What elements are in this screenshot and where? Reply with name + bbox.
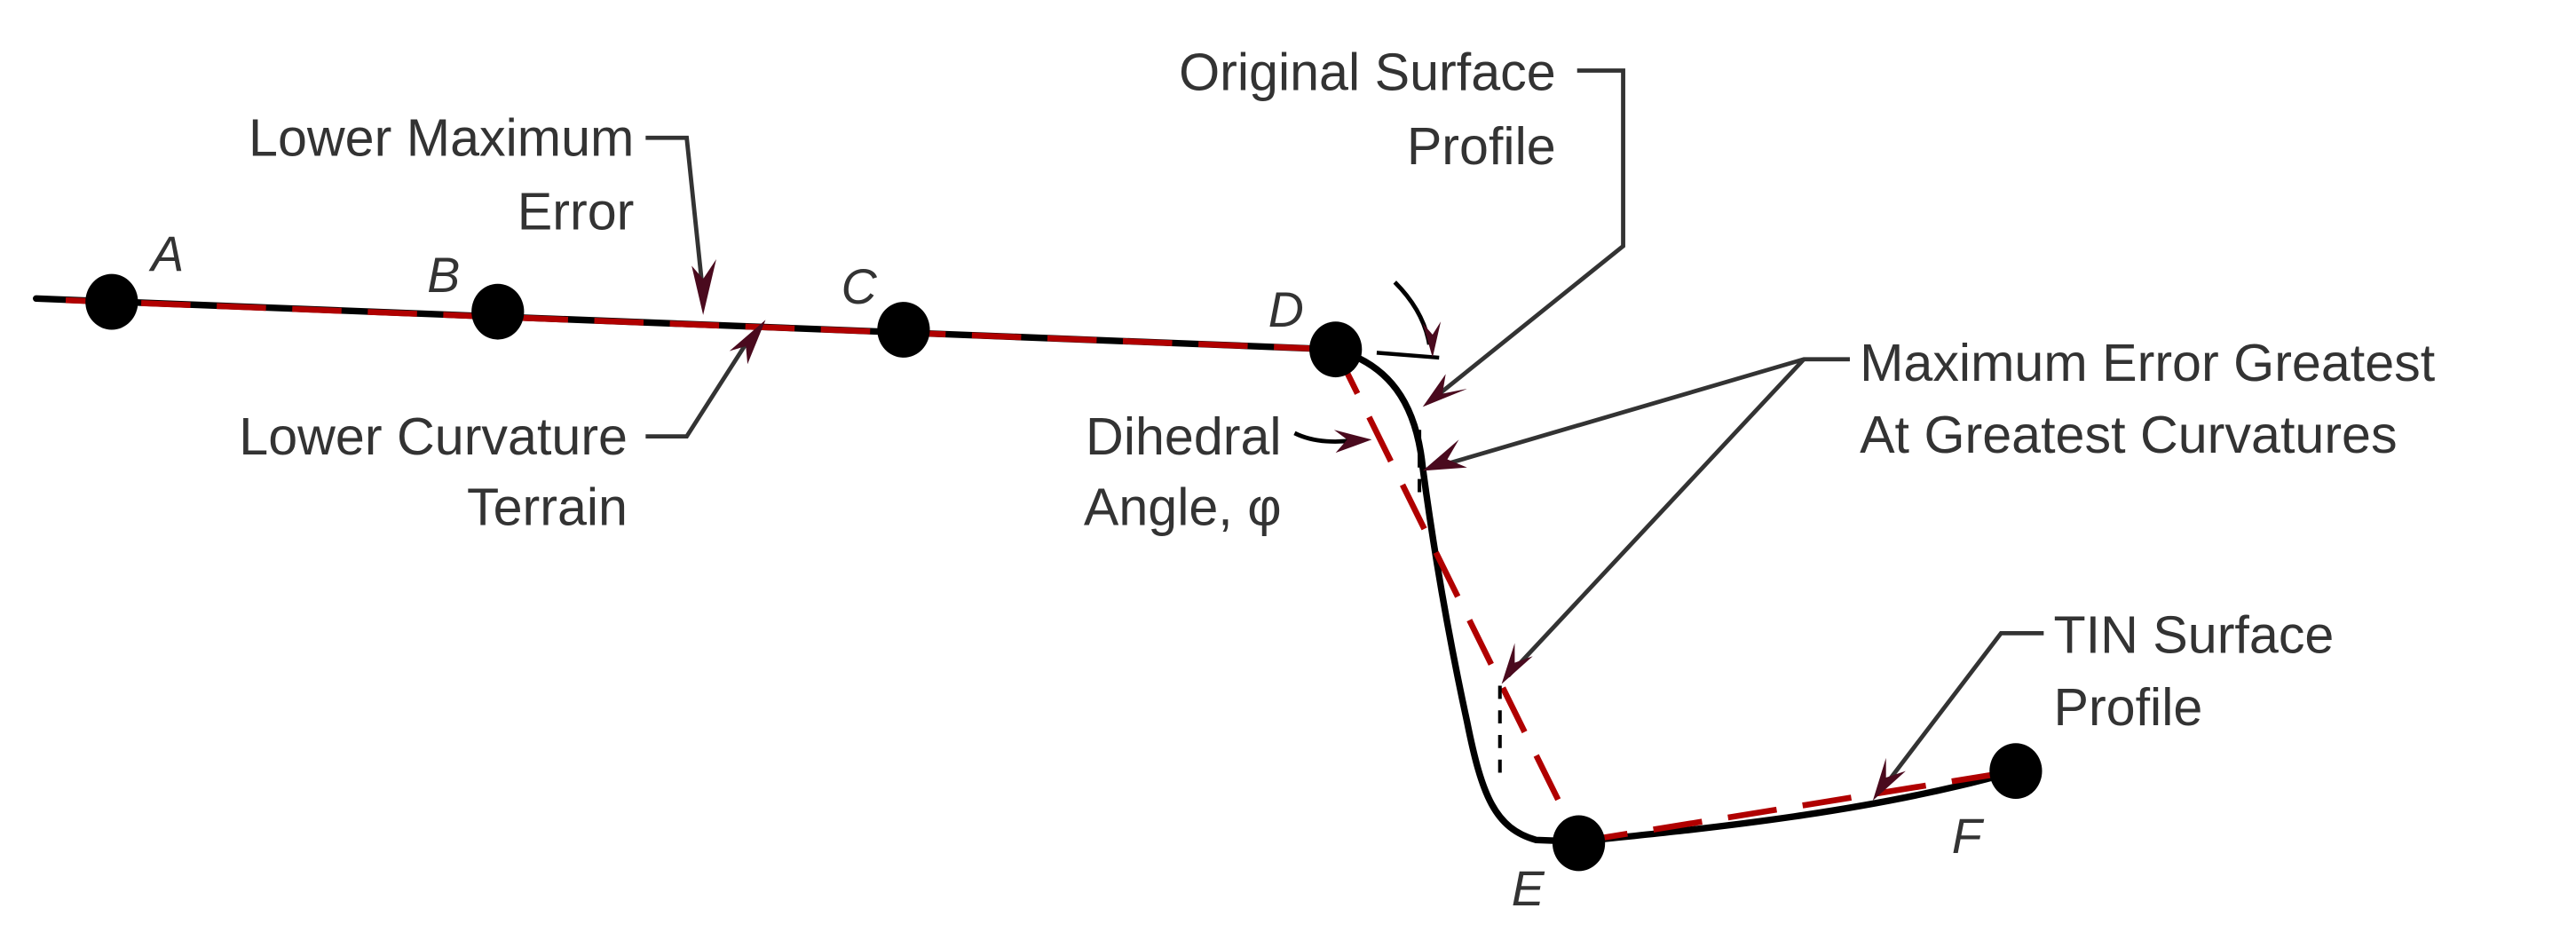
arrowhead-icon <box>729 320 766 365</box>
annotation-lower-curvature: Lower Curvature Terrain <box>239 320 766 536</box>
point-a-marker <box>85 273 138 330</box>
point-d-marker <box>1309 321 1363 378</box>
arrowhead-icon <box>1422 321 1442 358</box>
lower-curvature-line1: Lower Curvature <box>239 407 628 466</box>
arrowhead-icon <box>691 259 716 315</box>
original-surface-line2: Profile <box>1407 116 1556 176</box>
original-surface-line1: Original Surface <box>1179 43 1556 102</box>
point-e-label: E <box>1512 861 1545 916</box>
point-f-marker <box>1989 743 2043 800</box>
tin-surface-line1: TIN Surface <box>2053 605 2334 665</box>
lower-max-error-line2: Error <box>518 182 635 241</box>
dihedral-line1: Dihedral <box>1086 407 1282 466</box>
point-d-label: D <box>1268 282 1304 337</box>
arrowhead-icon <box>1501 643 1533 684</box>
annotation-tin-surface: TIN Surface Profile <box>1872 605 2334 801</box>
point-c-marker <box>877 302 930 358</box>
arrowhead-icon <box>1872 757 1906 801</box>
profile-points <box>85 273 2043 872</box>
arrowhead-icon <box>1333 430 1372 454</box>
point-e-marker <box>1552 815 1606 872</box>
annotation-lower-max-error: Lower Maximum Error <box>249 108 716 315</box>
arrowhead-icon <box>1422 439 1467 471</box>
point-b-marker <box>471 283 525 340</box>
lower-curvature-line2: Terrain <box>467 477 628 536</box>
annotation-dihedral-angle: Dihedral Angle, φ <box>1084 280 1442 536</box>
tin-surface-line2: Profile <box>2053 677 2202 737</box>
arrowhead-icon <box>1422 374 1467 407</box>
point-a-label: A <box>148 226 184 281</box>
tin-surface-profile <box>65 296 2017 845</box>
dihedral-line2: Angle, φ <box>1084 477 1282 536</box>
max-error-greatest-line2: At Greatest Curvatures <box>1860 405 2398 464</box>
lower-max-error-line1: Lower Maximum <box>249 108 634 168</box>
point-labels: A B C D E F <box>148 226 1984 916</box>
original-surface-profile <box>33 295 2019 845</box>
max-error-indicators <box>1376 351 1502 785</box>
point-c-label: C <box>842 259 878 314</box>
max-error-greatest-line1: Maximum Error Greatest <box>1860 333 2435 392</box>
point-f-label: F <box>1952 809 1985 864</box>
annotation-original-surface: Original Surface Profile <box>1179 43 1625 407</box>
point-b-label: B <box>427 248 460 303</box>
annotation-max-error-greatest: Maximum Error Greatest At Greatest Curva… <box>1422 333 2435 684</box>
